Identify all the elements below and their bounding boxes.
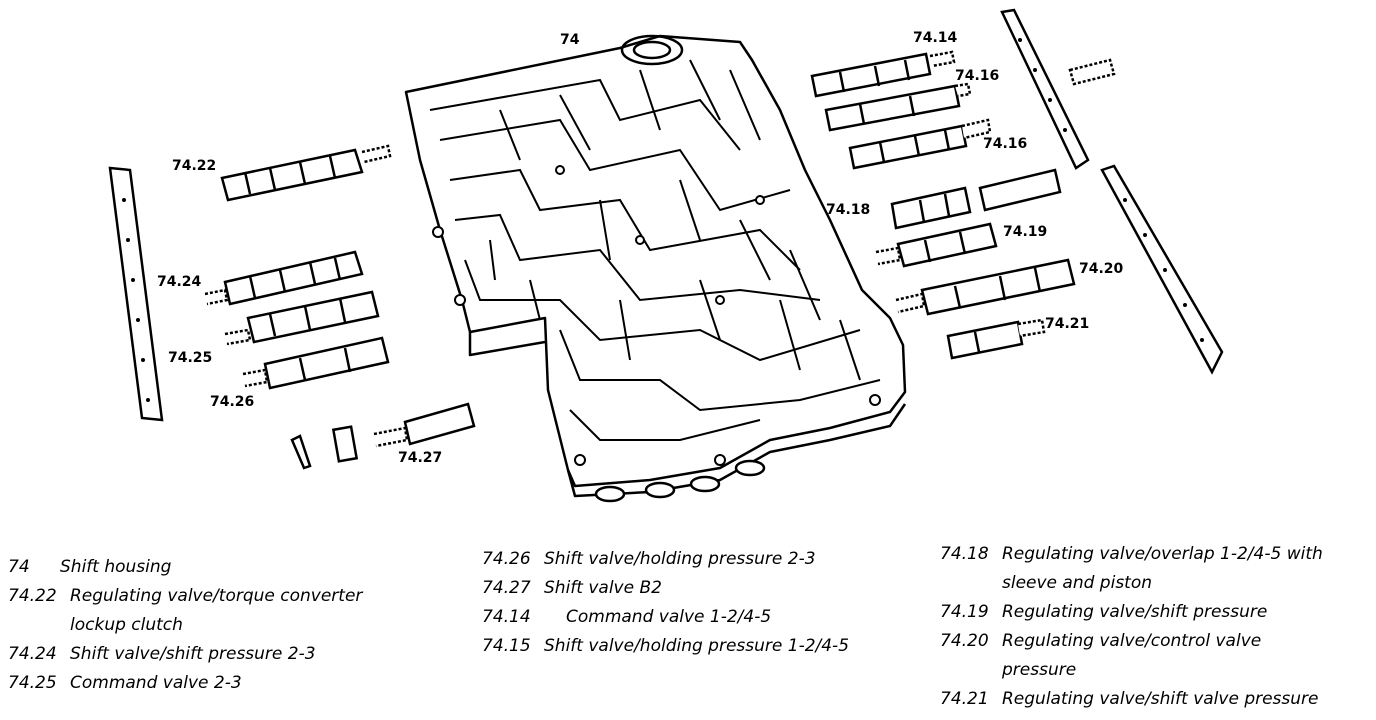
- housing-channels: [429, 59, 881, 441]
- legend-item-74-24: 74.24 Shift valve/shift pressure 2-3: [8, 644, 316, 664]
- callout-74: 74: [560, 32, 580, 48]
- valve-74-18: [890, 168, 1062, 230]
- valve-74-27: [290, 402, 476, 470]
- gasket-plate-left: [108, 166, 164, 422]
- legend-item-74-19: 74.19 Regulating valve/shift pressure: [940, 602, 1268, 622]
- valve-74-16-a: [824, 82, 972, 132]
- legend-item-74-18: 74.18 Regulating valve/overlap 1-2/4-5 w…: [940, 544, 1323, 593]
- valve-74-22: [220, 144, 392, 202]
- callout-74-27: 74.27: [398, 450, 442, 466]
- gasket-plate-top-right: [1000, 8, 1090, 170]
- legend-item-74-22: 74.22 Regulating valve/torque converter …: [8, 586, 363, 635]
- legend-column-2: 74.26 Shift valve/holding pressure 2-3 7…: [482, 545, 922, 661]
- gasket-plate-bottom-right: [1100, 164, 1224, 375]
- callout-74-22: 74.22: [172, 158, 216, 174]
- callout-74-16-b: 74.16: [983, 136, 1027, 152]
- callout-74-20: 74.20: [1079, 261, 1124, 277]
- callout-74-24: 74.24: [157, 274, 202, 290]
- legend-item-74-15: 74.15 Shift valve/holding pressure 1-2/4…: [482, 636, 850, 656]
- legend-item-74-21: 74.21 Regulating valve/shift valve press…: [940, 689, 1319, 709]
- valve-74-16-b: [848, 118, 992, 170]
- legend-item-74-27: 74.27 Shift valve B2: [482, 578, 662, 598]
- callout-74-21: 74.21: [1045, 316, 1089, 332]
- housing-bore: [620, 34, 684, 66]
- valve-74-20: [895, 258, 1076, 316]
- legend-item-74-26: 74.26 Shift valve/holding pressure 2-3: [482, 549, 816, 569]
- callout-74-16-a: 74.16: [955, 68, 999, 84]
- valve-74-24: [204, 250, 364, 306]
- callout-74-14: 74.14: [913, 30, 958, 46]
- shift-housing-base: [468, 332, 907, 498]
- callout-74-26: 74.26: [210, 394, 254, 410]
- valve-74-14: [810, 50, 956, 98]
- housing-feet: [594, 459, 766, 503]
- valve-74-26: [242, 336, 390, 390]
- legend-item-74-20: 74.20 Regulating valve/control valve pre…: [940, 631, 1262, 680]
- legend-item-74-25: 74.25 Command valve 2-3: [8, 673, 242, 693]
- callout-74-19: 74.19: [1003, 224, 1047, 240]
- legend-column-3: 74.18 Regulating valve/overlap 1-2/4-5 w…: [940, 540, 1370, 714]
- callout-74-25: 74.25: [168, 350, 212, 366]
- housing-holes: [432, 165, 881, 466]
- legend-item-74: 74 Shift housing: [8, 557, 172, 577]
- plug-top-right: [1068, 58, 1116, 86]
- valve-74-19: [875, 222, 998, 268]
- valve-74-25: [224, 290, 380, 346]
- callout-74-18: 74.18: [826, 202, 870, 218]
- shift-housing-outline: [404, 34, 907, 488]
- legend-item-74-14: 74.14 Command valve 1-2/4-5: [482, 607, 772, 627]
- exploded-valve-diagram: 74 74.14 74.16 74.16 74.18 74.19 74.20 7…: [108, 8, 1224, 503]
- valve-74-21: [946, 318, 1046, 360]
- legend-column-1: 74 Shift housing 74.22 Regulating valve/…: [8, 553, 448, 698]
